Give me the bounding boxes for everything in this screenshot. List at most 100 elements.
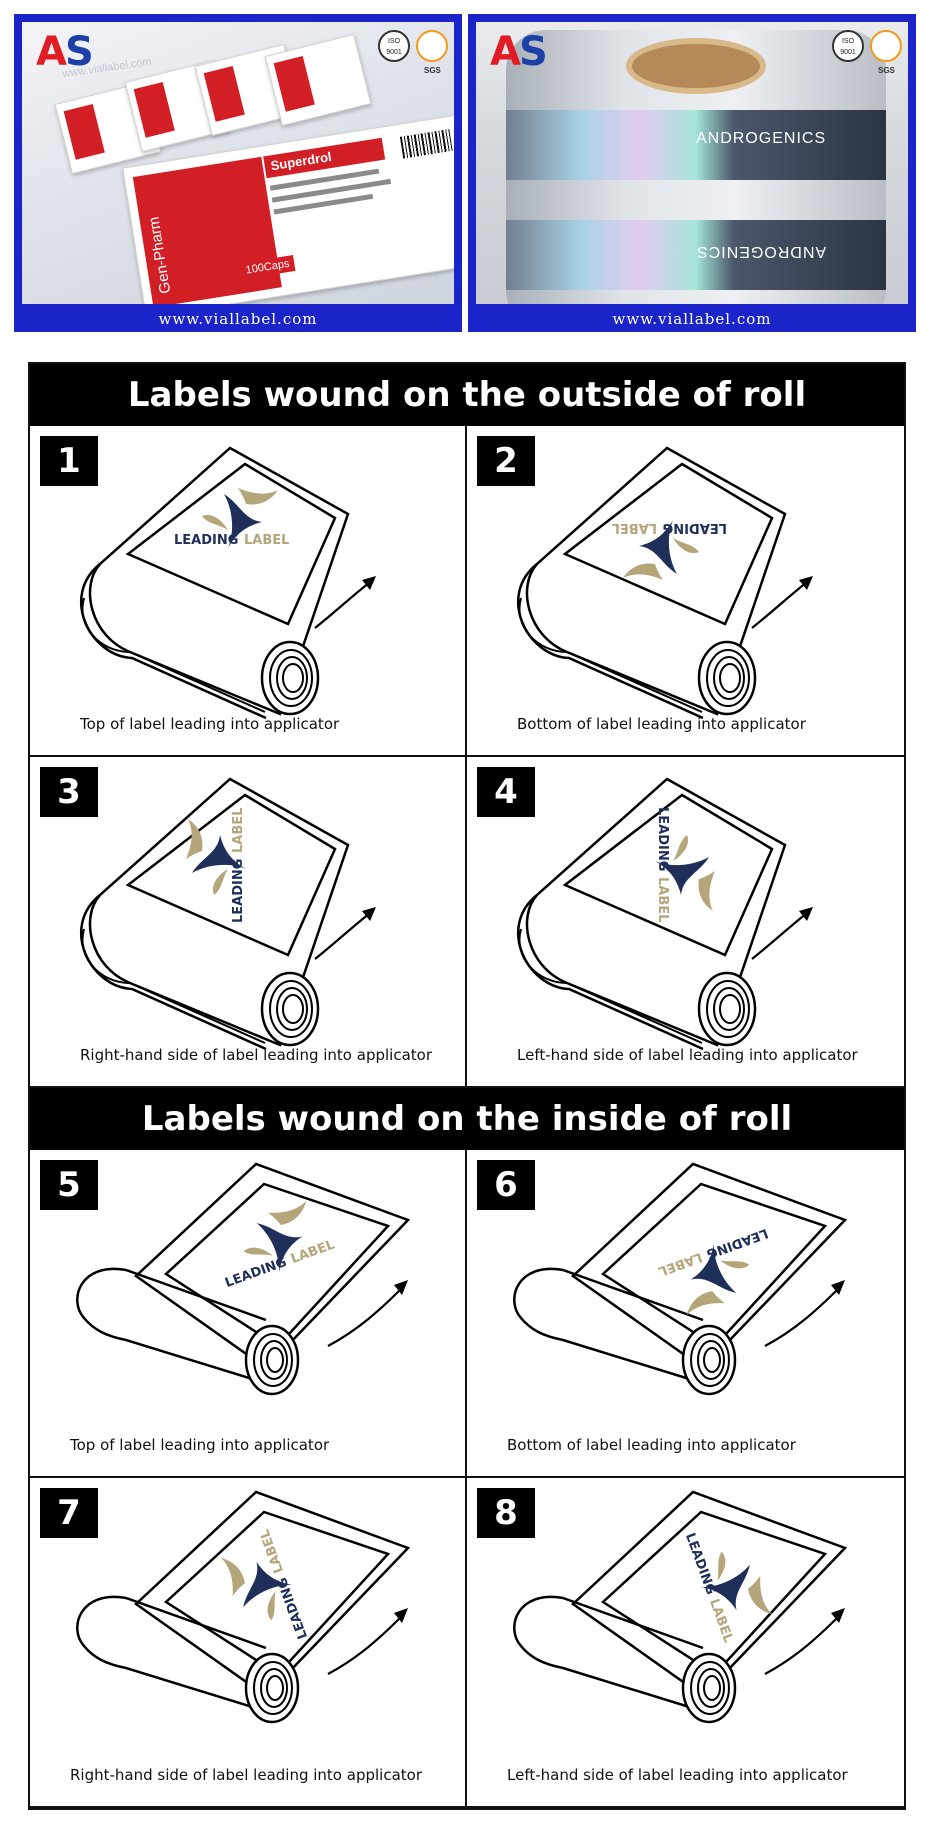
logo-swoosh-gold [673, 835, 688, 861]
panel-number: 3 [40, 767, 98, 817]
as-logo: AS [36, 29, 94, 75]
roll-end [697, 640, 757, 716]
as-logo: AS [490, 29, 548, 75]
logo-swoosh-navy [256, 1223, 303, 1273]
logo-text-leading: LEADING [231, 859, 246, 923]
arrow-head [394, 1608, 408, 1623]
direction-arrow [751, 581, 808, 629]
logo-swoosh-gold [267, 1591, 276, 1621]
roll-end [244, 1324, 300, 1396]
panel-number: 7 [40, 1488, 98, 1538]
sgs-badge [870, 30, 902, 62]
iso-badge: ISO 9001 [378, 30, 410, 62]
logo-swoosh-gold [686, 1290, 726, 1316]
label-border [163, 1510, 391, 1676]
roll-body [513, 1267, 700, 1384]
panel-caption: Right-hand side of label leading into ap… [80, 1046, 432, 1064]
section-header-inside: Labels wound on the inside of roll [30, 1088, 904, 1150]
roll-end [244, 1652, 300, 1724]
logo-swoosh-gold [673, 538, 699, 554]
panel-caption: Top of label leading into applicator [80, 715, 340, 733]
panel-caption: Right-hand side of label leading into ap… [70, 1766, 422, 1784]
panel-caption: Left-hand side of label leading into app… [507, 1766, 848, 1784]
panel-number: 5 [40, 1160, 98, 1210]
logo-text-label: LABEL [244, 533, 289, 548]
logo-text-label: LABEL [231, 808, 246, 853]
arrow-head [394, 1280, 408, 1295]
panel-caption: Left-hand side of label leading into app… [517, 1046, 858, 1064]
logo-text-label: LABEL [655, 877, 670, 922]
panel-diagram: LEADING LABEL [517, 777, 813, 1051]
logo-swoosh-gold [698, 871, 715, 911]
direction-arrow [327, 1615, 403, 1675]
logo-swoosh-gold [747, 1575, 773, 1615]
roll-core [626, 38, 766, 94]
direction-arrow [764, 1287, 840, 1347]
roll-label-text: ANDROGENICS [696, 243, 827, 260]
roll-end [697, 971, 757, 1047]
roll-end [260, 640, 320, 716]
roll-body [76, 1267, 263, 1384]
direction-arrow [314, 912, 371, 960]
roll-body [513, 1595, 700, 1712]
logo-text-leading: LEADING [663, 520, 727, 535]
label-border [600, 1510, 828, 1676]
sgs-label: SGS [424, 66, 441, 75]
direction-arrow [327, 1287, 403, 1347]
arrow-head [831, 1608, 845, 1623]
logo-swoosh-gold [220, 1557, 246, 1597]
leading-label-logo: LEADING LABEL [186, 808, 246, 923]
panel-number: 2 [477, 436, 535, 486]
photo-url: www.viallabel.com [612, 310, 772, 328]
logo-text-leading: LEADING [655, 807, 670, 871]
roll-body [76, 1595, 263, 1712]
hologram-label-row [506, 110, 886, 180]
photo-url: www.viallabel.com [158, 310, 318, 328]
product-photo-cards: www.viallabel.com www.viallabel.com Supe… [14, 14, 462, 332]
direction-arrow [764, 1615, 840, 1675]
panel-number: 8 [477, 1488, 535, 1538]
roll-end [681, 1324, 737, 1396]
label-roll: ANDROGENICS ANDROGENICS [506, 30, 886, 304]
logo-swoosh-gold [213, 869, 228, 895]
panel-caption: Top of label leading into applicator [70, 1436, 330, 1454]
roll-label-text: ANDROGENICS [696, 130, 827, 147]
roll-end [260, 971, 320, 1047]
label-border [163, 1182, 391, 1348]
logo-swoosh-gold [243, 1247, 273, 1256]
label-border [125, 462, 337, 626]
arrow-head [362, 576, 376, 590]
roll-end [681, 1652, 737, 1724]
direction-arrow [314, 581, 371, 629]
leading-label-logo: LEADING LABEL [655, 807, 715, 922]
sgs-label: SGS [878, 66, 895, 75]
panel-number: 6 [477, 1160, 535, 1210]
label-border [562, 793, 774, 957]
section-header-outside: Labels wound on the outside of roll [30, 364, 904, 426]
panel-caption: Bottom of label leading into applicator [507, 1436, 796, 1454]
logo-swoosh-navy [700, 1564, 750, 1611]
logo-swoosh-navy [224, 494, 262, 548]
logo-swoosh-navy [192, 835, 246, 873]
logo-swoosh-gold [717, 1551, 726, 1581]
logo-swoosh-navy [690, 1243, 737, 1293]
iso-badge: ISO 9001 [832, 30, 864, 62]
label-border [125, 793, 337, 957]
